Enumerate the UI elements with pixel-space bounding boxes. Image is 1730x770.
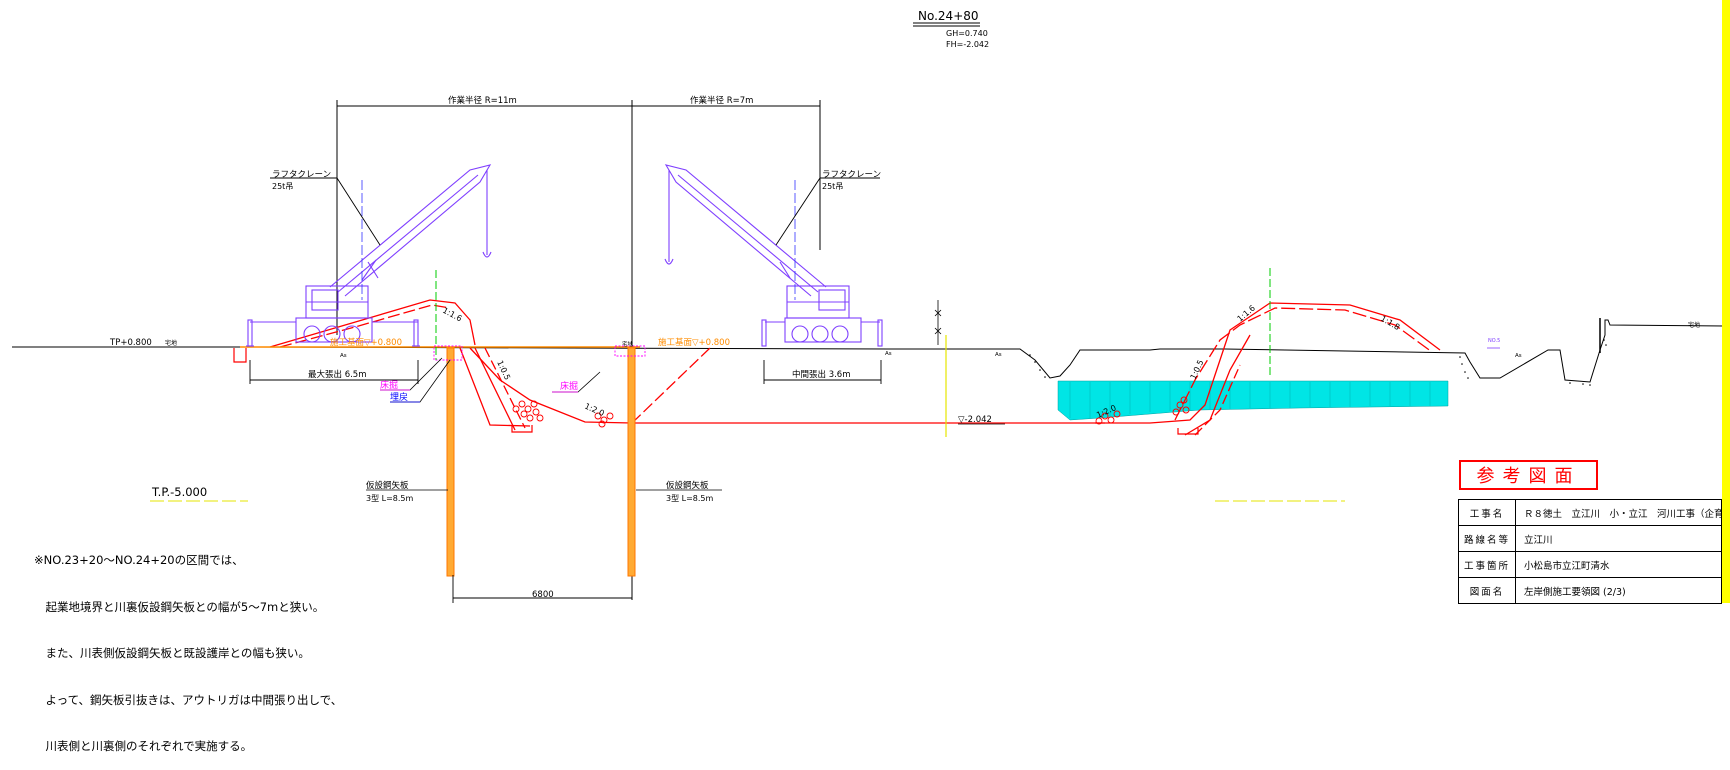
takuchi-mid-label: 宅地 [622,340,634,348]
sheet-pile-left-spec: 3型 L=8.5m [366,494,414,503]
drawing-canvas: No.24+80 GH=0.740 FH=-2.042 作業半径 R=11m 作… [12,9,1726,603]
construction-note: ※NO.23+20～NO.24+20の区間では、 起業地境界と川裏仮設鋼矢板との… [34,522,342,770]
crane-left [246,164,492,347]
slope-label-05-right: 1:0.5 [1189,358,1206,380]
as-label-4: As [1515,353,1522,359]
title-block-label: 路線名等 [1459,526,1516,551]
sheet-pile-right-name: 仮設鋼矢板 [666,480,709,491]
no5-label: NO.5 [1488,338,1500,344]
cross-section-drawing: No.24+80 GH=0.740 FH=-2.042 作業半径 R=11m 作… [12,9,1726,603]
ground-line [12,319,1726,383]
toko-label-left: 床掘 [380,379,398,391]
title-block-label: 図面名 [1459,578,1516,603]
title-block-value: 小松島市立江町清水 [1524,560,1610,572]
sheet-pile-right-spec: 3型 L=8.5m [666,494,714,503]
radius-left-label: 作業半径 R=11m [448,95,517,106]
tp-ground-label: TP+0.800 [109,338,152,348]
water-body [1057,380,1449,421]
note-line: よって、鋼矢板引抜きは、アウトリガは中間張り出しで、 [34,692,343,707]
as-label-1: As [340,353,347,359]
excavation-lines [269,299,1441,436]
title-block-value: 左岸側施工要領図 (2/3) [1524,586,1626,598]
title-block-label: 工事箇所 [1459,552,1516,577]
title-block-label: 工事名 [1459,500,1516,525]
title-block-row: 図面名 左岸側施工要領図 (2/3) [1459,578,1721,604]
slope-label-18: 1:1.8 [1379,314,1401,332]
note-line: また、川表側仮設鋼矢板と既設護岸との幅も狭い。 [34,646,310,660]
note-line: ※NO.23+20～NO.24+20の区間では、 [34,553,244,567]
title-block-value: Ｒ８徳土 立江川 小・立江 河川工事（企育 [1524,508,1721,520]
water-level-label: ▽-2.042 [958,415,992,425]
base-level-left: 施工基面▽+0.800 [330,337,402,348]
base-level-right: 施工基面▽+0.800 [658,337,730,348]
crane-right-capacity: 25t吊 [822,182,843,191]
title-block-row: 工事名 Ｒ８徳土 立江川 小・立江 河川工事（企育 [1459,500,1721,526]
sheet-pile-left-name: 仮設鋼矢板 [366,480,409,491]
revetment-hatch [1029,339,1607,386]
crane-right-name: ラフタクレーン [822,170,881,180]
radius-right-label: 作業半径 R=7m [690,95,753,106]
title-block: 工事名 Ｒ８徳土 立江川 小・立江 河川工事（企育 路線名等 立江川 工事箇所 … [1458,499,1722,604]
station-label: No.24+80 [918,9,979,23]
title-block-row: 路線名等 立江川 [1459,526,1721,552]
toko-label-right: 床掘 [560,380,578,392]
crane-right [664,164,883,347]
note-line: 川表側と川裏側のそれぞれで実施する。 [34,739,253,753]
as-label-2: As [885,351,892,357]
tp-low-label: T.P.-5.000 [151,485,207,499]
reference-drawing-stamp: 参考図面 [1459,460,1598,490]
toko-area [433,345,463,361]
umemodoshi-label: 埋戻 [390,391,408,403]
gh-label: GH=0.740 [946,29,988,38]
title-block-row: 工事箇所 小松島市立江町清水 [1459,552,1721,578]
note-line: 起業地境界と川裏仮設鋼矢板との幅が5～7mと狭い。 [34,599,325,614]
sheet-piles [240,346,640,577]
crane-left-name: ラフタクレーン [272,170,331,180]
riprap [512,396,1190,428]
slope-label-20-left: 1:2.0 [583,402,605,419]
fh-label: FH=-2.042 [946,40,989,49]
max-outrigger-label: 最大張出 6.5m [308,369,367,380]
sheet-edge-bar [1722,0,1730,603]
takuchi-right-label: 宅地 [1688,321,1700,329]
crane-left-capacity: 25t吊 [272,182,293,191]
takuchi-left-label: 宅地 [165,339,177,347]
radius-dimensions [336,100,821,600]
dim-6800-label: 6800 [532,590,554,600]
mid-outrigger-label: 中間張出 3.6m [792,369,851,380]
title-block-value: 立江川 [1524,534,1553,546]
as-label-3: As [995,352,1002,358]
